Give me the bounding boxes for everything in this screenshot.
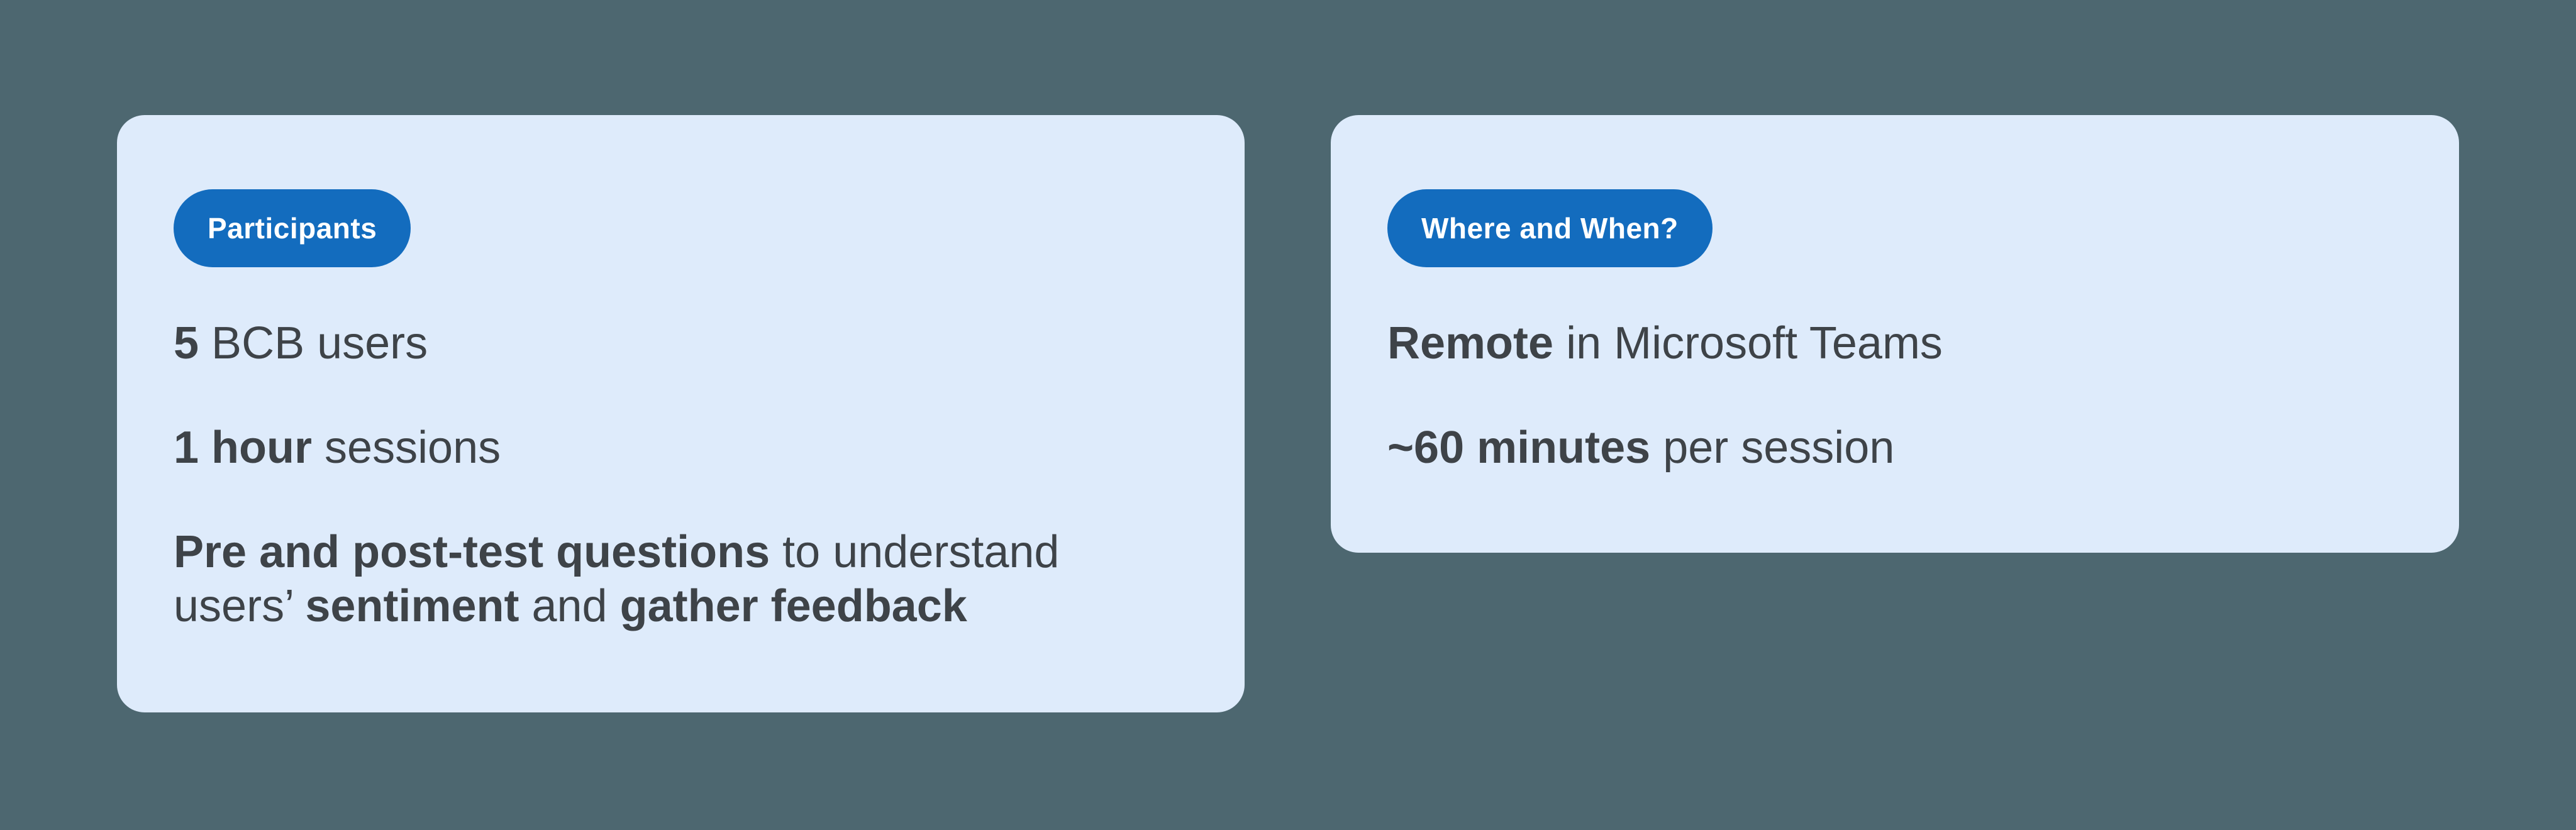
text-segment: ~60 minutes xyxy=(1387,423,1651,473)
text-line: users’ sentiment and gather feedback xyxy=(174,579,1188,633)
text-segment: Pre and post-test questions xyxy=(174,527,770,577)
participants-line-sessions: 1 hour sessions xyxy=(174,421,1188,475)
text-segment: and xyxy=(519,581,620,631)
text-segment: BCB users xyxy=(199,318,428,368)
text-segment: 5 xyxy=(174,318,199,368)
text-segment: to understand xyxy=(770,527,1060,577)
text-segment: 1 hour xyxy=(174,423,313,473)
where-and-when-card: Where and When? Remote in Microsoft Team… xyxy=(1331,115,2459,553)
where-and-when-badge-label: Where and When? xyxy=(1421,212,1679,245)
text-segment: per session xyxy=(1650,423,1895,473)
participants-badge-label: Participants xyxy=(208,212,377,245)
text-line: 1 hour sessions xyxy=(174,423,501,473)
participants-card-body: 5 BCB users 1 hour sessions Pre and post… xyxy=(174,316,1188,633)
text-segment: users’ xyxy=(174,581,306,631)
text-line: Pre and post-test questions to understan… xyxy=(174,527,1059,577)
participants-card: Participants 5 BCB users 1 hour sessions… xyxy=(117,115,1245,712)
text-line: ~60 minutes per session xyxy=(1387,423,1894,473)
participants-badge: Participants xyxy=(174,189,411,267)
logistics-line-remote: Remote in Microsoft Teams xyxy=(1387,316,2402,370)
where-and-when-badge: Where and When? xyxy=(1387,189,1713,267)
text-segment: sessions xyxy=(312,423,501,473)
text-line: Remote in Microsoft Teams xyxy=(1387,318,1943,368)
text-segment: sentiment xyxy=(305,581,519,631)
participants-line-questions: Pre and post-test questions to understan… xyxy=(174,525,1188,633)
logistics-line-duration: ~60 minutes per session xyxy=(1387,421,2402,475)
text-segment: in Microsoft Teams xyxy=(1553,318,1943,368)
text-segment: gather feedback xyxy=(619,581,967,631)
where-and-when-card-body: Remote in Microsoft Teams ~60 minutes pe… xyxy=(1387,316,2402,475)
text-line: 5 BCB users xyxy=(174,318,428,368)
participants-line-users: 5 BCB users xyxy=(174,316,1188,370)
text-segment: Remote xyxy=(1387,318,1554,368)
